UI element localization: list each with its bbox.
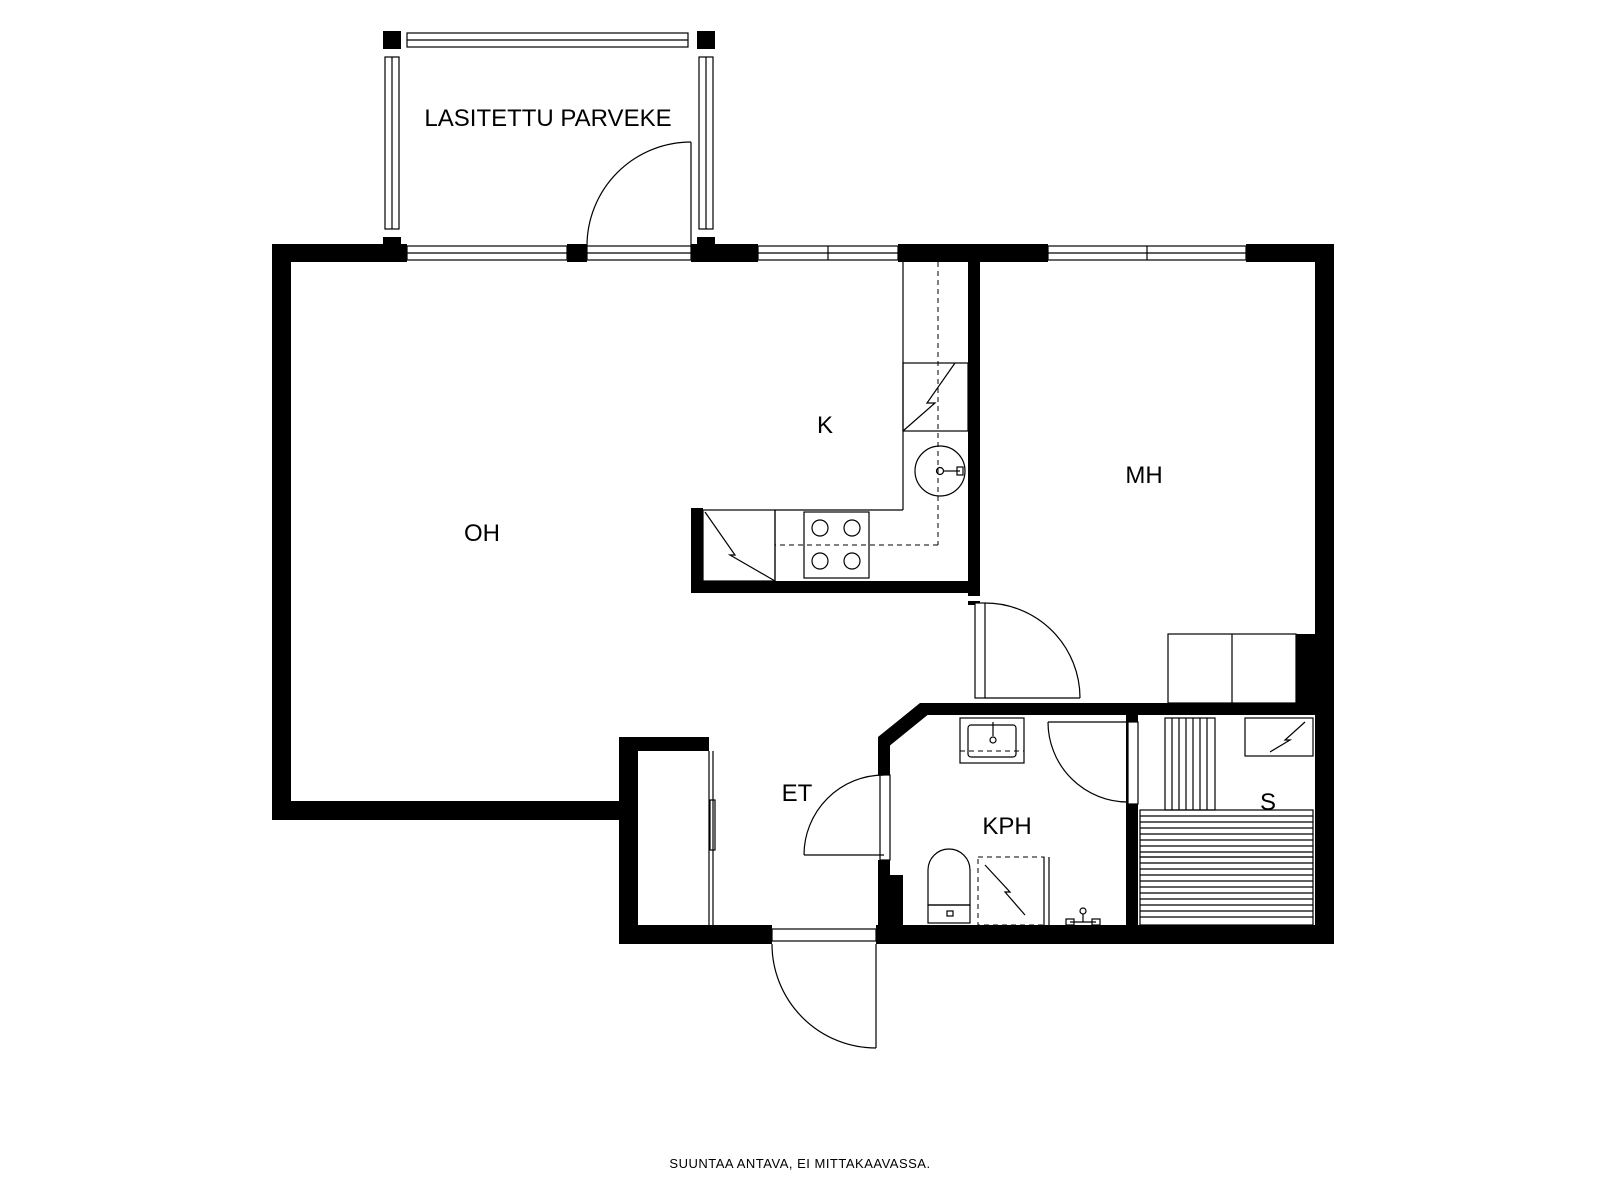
entrance-door-swing	[771, 943, 877, 1049]
sauna-door-swing	[1047, 721, 1129, 803]
room-label-bedroom: MH	[1125, 462, 1162, 489]
balcony	[383, 31, 715, 255]
interior-walls	[691, 244, 1334, 944]
wardrobe	[1167, 633, 1297, 704]
room-label-bathroom: KPH	[982, 813, 1031, 840]
washbasin	[959, 717, 1025, 764]
disclaimer-text: SUUNTAA ANTAVA, EI MITTAKAAVASSA.	[669, 1156, 930, 1171]
room-label-entrance: ET	[782, 780, 813, 807]
exterior-walls	[272, 244, 1334, 944]
kitchen-fixtures	[702, 262, 969, 582]
doors	[771, 602, 1139, 1049]
balcony-door-swing	[586, 141, 692, 247]
windows	[406, 245, 1247, 261]
stove	[803, 511, 870, 579]
balcony-post-top-right	[697, 31, 715, 49]
bedroom-door-swing	[984, 602, 1081, 699]
bench-slats-lower	[1140, 815, 1313, 918]
room-label-living-room: OH	[464, 520, 500, 547]
sauna-stove	[1244, 717, 1314, 757]
room-label-balcony: LASITETTU PARVEKE	[424, 105, 671, 132]
bathroom-door-swing	[803, 774, 885, 856]
room-label-sauna: S	[1260, 789, 1276, 816]
kitchen-sink	[914, 445, 966, 497]
bench-slats-upper	[1171, 718, 1208, 810]
sauna-bench-lower	[1139, 856, 1314, 926]
shower	[977, 856, 1045, 926]
fridge	[902, 362, 969, 432]
dishwasher	[702, 509, 776, 582]
sauna-fixtures	[1139, 717, 1314, 926]
toilet	[927, 848, 971, 906]
bathroom-fixtures	[927, 717, 1101, 926]
entrance-closet	[708, 751, 716, 925]
room-label-kitchen: K	[817, 412, 833, 439]
balcony-post-top-left	[383, 31, 401, 49]
